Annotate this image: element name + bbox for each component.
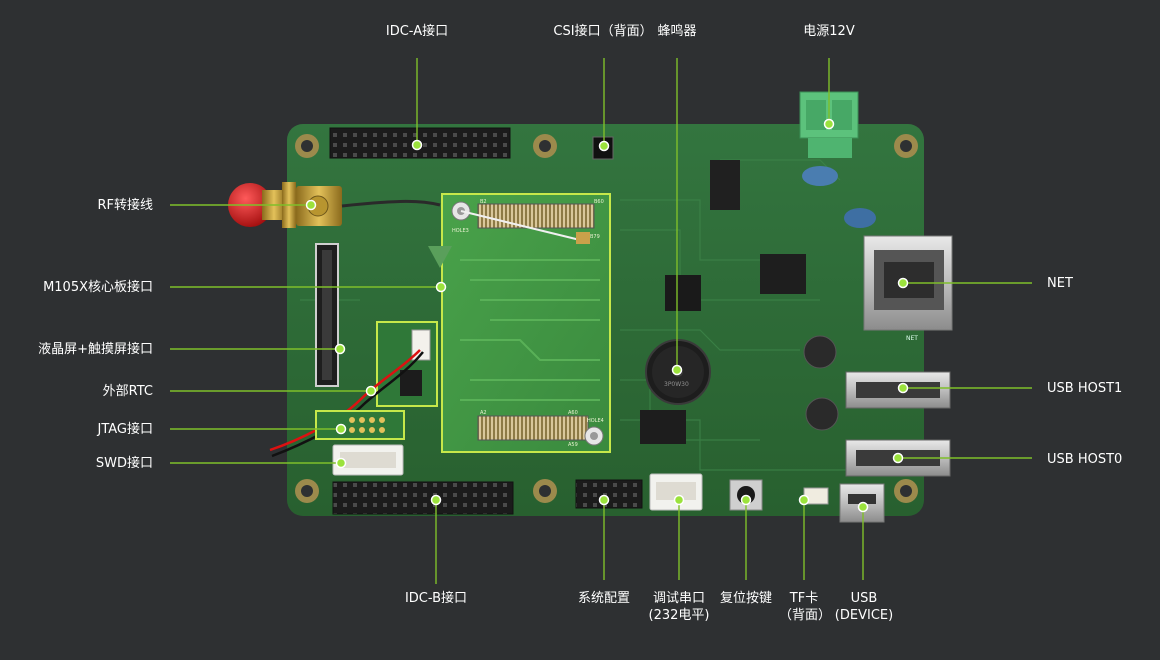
mounting-hole-br [894, 479, 918, 503]
leader-lines [170, 58, 1032, 584]
label-usb-host0: USB HOST0 [1047, 452, 1123, 467]
label-csi: CSI接口（背面） [553, 24, 653, 39]
net-silk: NET [906, 335, 918, 342]
silk-b79: B79 [590, 234, 600, 240]
label-usb-device: USB (DEVICE) [828, 590, 900, 624]
label-rtc: 外部RTC [102, 384, 153, 399]
main-chip [665, 275, 701, 311]
label-tf-line1: TF卡 [789, 591, 819, 606]
ic-chip [640, 410, 686, 444]
mounting-hole-tl [295, 134, 319, 158]
core-connector-top [477, 203, 595, 229]
silk-a2: A2 [480, 410, 487, 416]
ethernet-chip [760, 254, 806, 294]
label-net: NET [1047, 276, 1073, 291]
mounting-hole-tr1 [533, 134, 557, 158]
label-usb-device-line2: (DEVICE) [834, 608, 894, 623]
label-sys-config: 系统配置 [577, 591, 630, 606]
label-m105x: M105X核心板接口 [43, 280, 153, 295]
label-buzzer: 蜂鸣器 [657, 24, 697, 39]
label-lcd: 液晶屏+触摸屏接口 [38, 342, 153, 357]
power-chip [710, 160, 740, 210]
label-idc-b: IDC-B接口 [404, 591, 468, 606]
mounting-hole-bm [533, 479, 557, 503]
label-usb-host1: USB HOST1 [1047, 381, 1123, 396]
label-usb-device-line1: USB [850, 591, 878, 606]
capacitor-blue-2 [844, 208, 876, 228]
silk-a60: A60 [568, 410, 578, 416]
label-reset: 复位按键 [719, 591, 772, 606]
label-rf: RF转接线 [97, 198, 153, 213]
label-tf: TF卡 （背面） [779, 590, 832, 624]
buzzer-silk: 3P0W30 [664, 381, 689, 388]
ethernet-port: NET [863, 235, 953, 342]
label-idc-a: IDC-A接口 [385, 24, 449, 39]
idc-b-header [332, 481, 514, 515]
silk-hole3: HOLE3 [452, 228, 469, 234]
usb-host1-port [845, 371, 951, 409]
label-debug-serial-line1: 调试串口 [652, 591, 705, 606]
markers [305, 118, 909, 513]
label-tf-line2: （背面） [779, 608, 832, 623]
mounting-hole-bl [295, 479, 319, 503]
label-jtag: JTAG接口 [97, 422, 153, 437]
label-debug-serial-line2: (232电平) [648, 608, 710, 623]
silk-a59: A59 [568, 442, 578, 448]
silk-b60: B60 [594, 199, 604, 205]
sys-config-header [575, 479, 643, 509]
jtag-connector [315, 410, 405, 440]
core-connector-bottom [477, 415, 589, 441]
capacitor-2 [805, 397, 839, 431]
silk-hole4: HOLE4 [587, 418, 604, 424]
label-debug-serial: 调试串口 (232电平) [641, 590, 717, 624]
mounting-hole-tr2 [894, 134, 918, 158]
capacitor-blue-1 [802, 166, 838, 186]
label-swd: SWD接口 [95, 456, 153, 471]
capacitor-1 [803, 335, 837, 369]
silk-b2: B2 [480, 199, 487, 205]
label-power: 电源12V [803, 24, 855, 39]
